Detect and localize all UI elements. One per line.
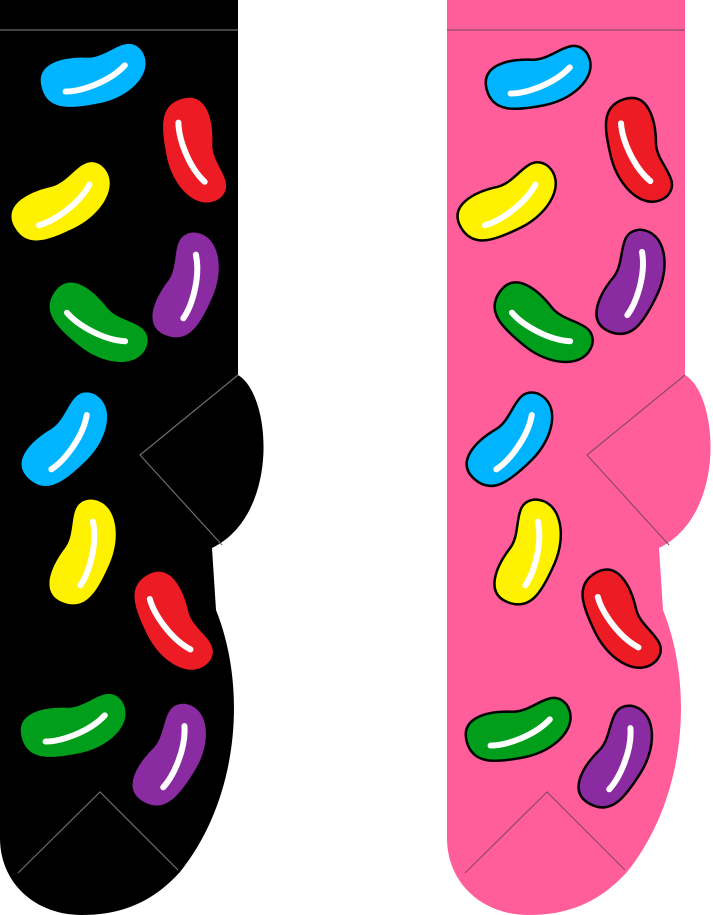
toe-seam bbox=[464, 791, 626, 874]
bean-highlight bbox=[160, 723, 188, 791]
bean-highlight bbox=[63, 309, 129, 345]
jelly-bean-green bbox=[20, 693, 126, 757]
bean-highlight bbox=[594, 594, 642, 651]
jelly-bean-purple bbox=[577, 704, 654, 809]
jelly-bean-yellow bbox=[49, 499, 116, 605]
bean-highlight bbox=[42, 712, 108, 745]
jelly-bean-green bbox=[493, 281, 594, 364]
bean-highlight bbox=[493, 412, 535, 473]
sock-left bbox=[0, 0, 264, 915]
toe-seam bbox=[17, 791, 179, 874]
jelly-bean-purple bbox=[132, 703, 206, 806]
bean-highlight bbox=[624, 248, 646, 319]
jelly-bean-blue bbox=[21, 392, 108, 486]
bean-highlight bbox=[487, 716, 553, 749]
jelly-bean-blue bbox=[484, 44, 592, 111]
bean-highlight bbox=[507, 64, 573, 97]
bean-highlight bbox=[482, 181, 539, 229]
bean-highlight bbox=[522, 518, 543, 589]
bean-highlight bbox=[146, 596, 194, 653]
bean-highlight bbox=[48, 412, 90, 473]
jelly-bean-blue bbox=[465, 391, 554, 488]
heel-seam bbox=[139, 374, 239, 546]
jelly-bean-red bbox=[604, 96, 674, 203]
sock-right bbox=[447, 0, 711, 915]
bean-highlight bbox=[606, 725, 634, 793]
jelly-bean-blue bbox=[40, 43, 146, 107]
jelly-bean-green bbox=[49, 282, 148, 362]
bean-highlight bbox=[180, 251, 201, 322]
jelly-bean-purple bbox=[152, 232, 219, 338]
jelly-bean-red bbox=[581, 568, 662, 669]
jelly-bean-red bbox=[134, 571, 213, 670]
jelly-bean-yellow bbox=[493, 498, 562, 606]
bean-highlight bbox=[618, 120, 654, 185]
jelly-bean-yellow bbox=[456, 161, 557, 242]
bean-highlight bbox=[36, 181, 93, 229]
bean-highlight bbox=[62, 62, 128, 95]
jelly-bean-red bbox=[163, 97, 227, 203]
bean-highlight bbox=[77, 518, 98, 589]
bean-highlight bbox=[508, 309, 574, 345]
heel-seam bbox=[586, 374, 686, 546]
jelly-bean-yellow bbox=[11, 162, 110, 241]
jelly-bean-green bbox=[464, 696, 572, 763]
bean-highlight bbox=[175, 119, 208, 185]
jelly-bean-purple bbox=[595, 228, 666, 336]
